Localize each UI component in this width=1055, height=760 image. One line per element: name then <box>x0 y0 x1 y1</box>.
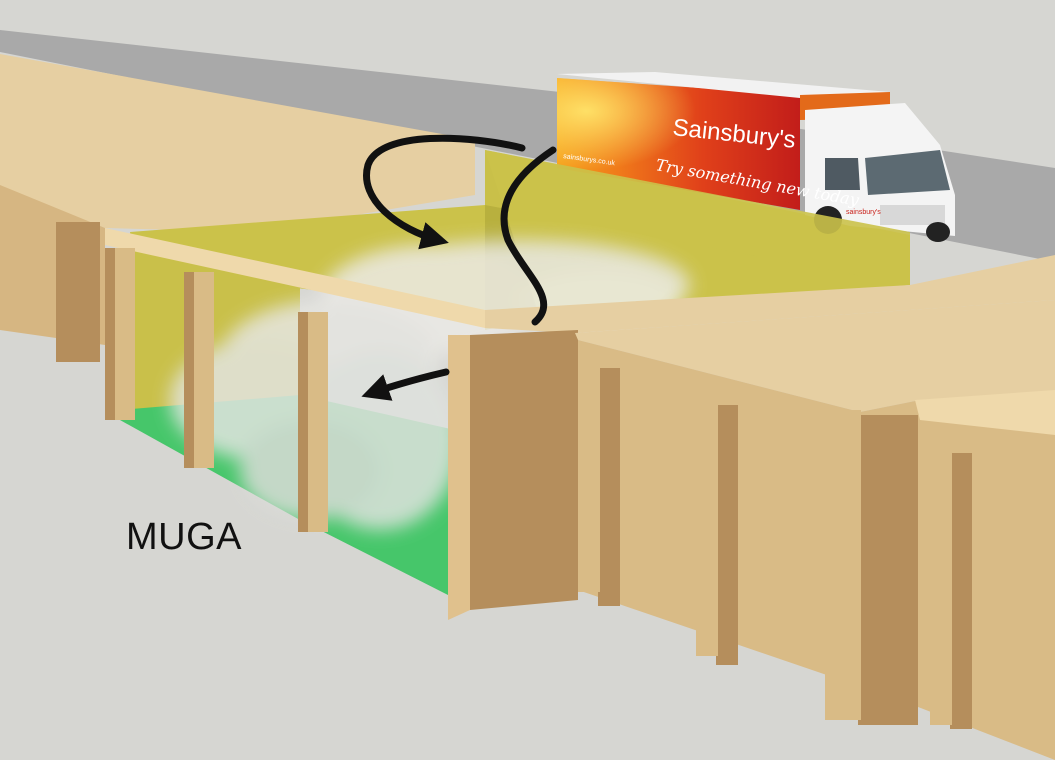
cab-badge: sainsbury's <box>846 209 881 216</box>
fence-posts <box>105 248 328 532</box>
corner-block-side <box>470 330 578 610</box>
truck-wheel <box>926 222 950 242</box>
wall-buttresses <box>578 360 972 729</box>
buttress <box>56 222 100 362</box>
truck-side-window <box>825 158 860 190</box>
truck-trailer-roof <box>557 72 890 98</box>
muga-label: MUGA <box>126 516 242 558</box>
truck-windscreen <box>865 150 950 195</box>
wall-top-right <box>575 300 1055 420</box>
enclosure-front-rim <box>105 228 485 328</box>
enclosure-front-rim-right <box>485 255 1055 333</box>
curved-arrow-icon <box>363 134 526 250</box>
s-curve-arrow-icon <box>500 146 557 326</box>
delivery-truck: Sainsbury's Try something new today sain… <box>557 72 955 242</box>
wall-step <box>915 390 1055 435</box>
deflect-arrow-icon <box>361 368 450 401</box>
wall-top-left <box>0 54 475 232</box>
enclosure-right-wall <box>485 150 910 285</box>
truck-grille <box>880 205 945 225</box>
corner-block-front <box>448 335 470 620</box>
